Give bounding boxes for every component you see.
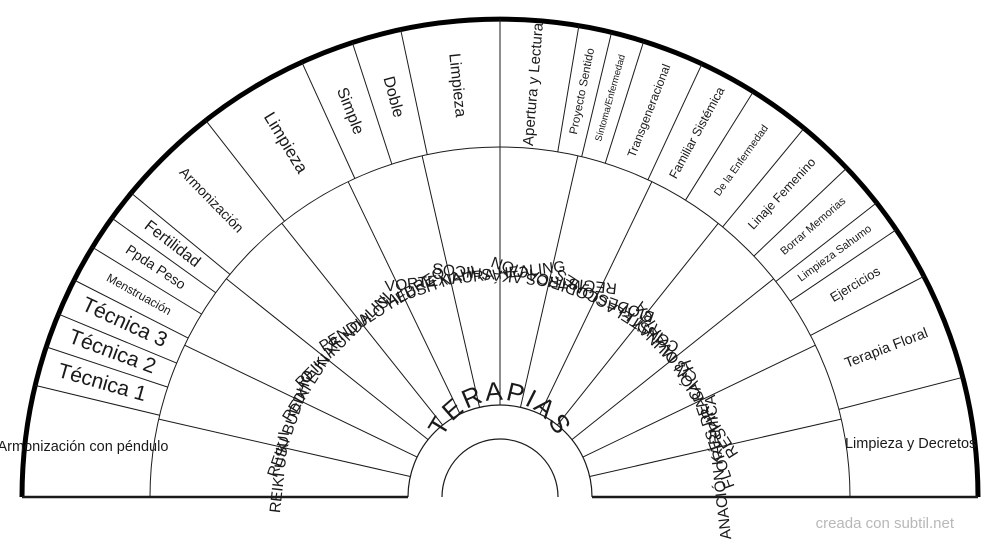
inner-divider: [281, 223, 444, 426]
hub-inner-ring: [441, 438, 559, 498]
outer-divider: [789, 229, 897, 302]
outer-divider: [604, 40, 645, 164]
outer-divider: [130, 192, 231, 275]
outer-label: Linaje Femenino: [745, 155, 818, 232]
inner-divider: [582, 344, 816, 458]
inner-divider: [571, 278, 774, 441]
divider-lines: [19, 16, 981, 499]
inner-divider: [519, 155, 579, 408]
outer-label: De la Enfermedad: [712, 123, 771, 199]
outer-label: Proyecto Sentido: [568, 47, 597, 135]
outer-label: Armonización con péndulo: [0, 439, 168, 455]
outer-divider: [557, 25, 580, 152]
outer-label: Limpieza: [260, 109, 312, 177]
inner-divider: [158, 418, 411, 478]
outer-divider: [205, 120, 285, 222]
outer-divider: [775, 202, 877, 282]
outer-divider: [400, 29, 428, 155]
outer-label: Limpieza: [445, 53, 469, 119]
outer-label: Apertura y Lectura: [520, 22, 547, 147]
outer-divider: [351, 42, 393, 165]
outer-divider: [92, 246, 202, 315]
inner-divider: [226, 278, 429, 441]
inner-divider: [347, 181, 461, 415]
inner-divider: [539, 181, 653, 415]
outer-label: Síntoma/Enfermedad: [593, 53, 628, 142]
inner-divider: [556, 223, 719, 426]
outer-divider: [722, 127, 805, 228]
outer-divider: [111, 217, 217, 294]
outer-divider: [46, 346, 168, 388]
outer-divider: [58, 313, 177, 364]
outer-label: Ejercicios: [827, 263, 883, 305]
outer-divider: [73, 279, 189, 339]
inner-divider: [421, 155, 481, 408]
hub-outer-ring: [407, 404, 593, 498]
inner-divider: [589, 418, 842, 478]
outer-divider: [581, 32, 613, 157]
outer-divider: [753, 167, 848, 257]
outer-divider: [35, 384, 160, 416]
outer-divider: [685, 91, 754, 201]
outer-divider: [301, 61, 356, 179]
outer-label: Doble: [379, 75, 406, 120]
outer-label: Simple: [333, 85, 367, 137]
outer-divider: [647, 63, 703, 181]
outer-divider: [838, 376, 963, 410]
outer-label: Terapia Floral: [843, 325, 931, 371]
outer-label: Armonización: [176, 164, 247, 236]
outer-label: Transgeneracional: [625, 62, 674, 159]
outer-label: Limpieza y Decretos: [845, 436, 976, 452]
outer-divider: [810, 275, 925, 336]
credit-text: creada con subtil.net: [815, 515, 954, 532]
outer-label: Familiar Sistémica: [666, 85, 727, 181]
inner-divider: [184, 344, 418, 458]
